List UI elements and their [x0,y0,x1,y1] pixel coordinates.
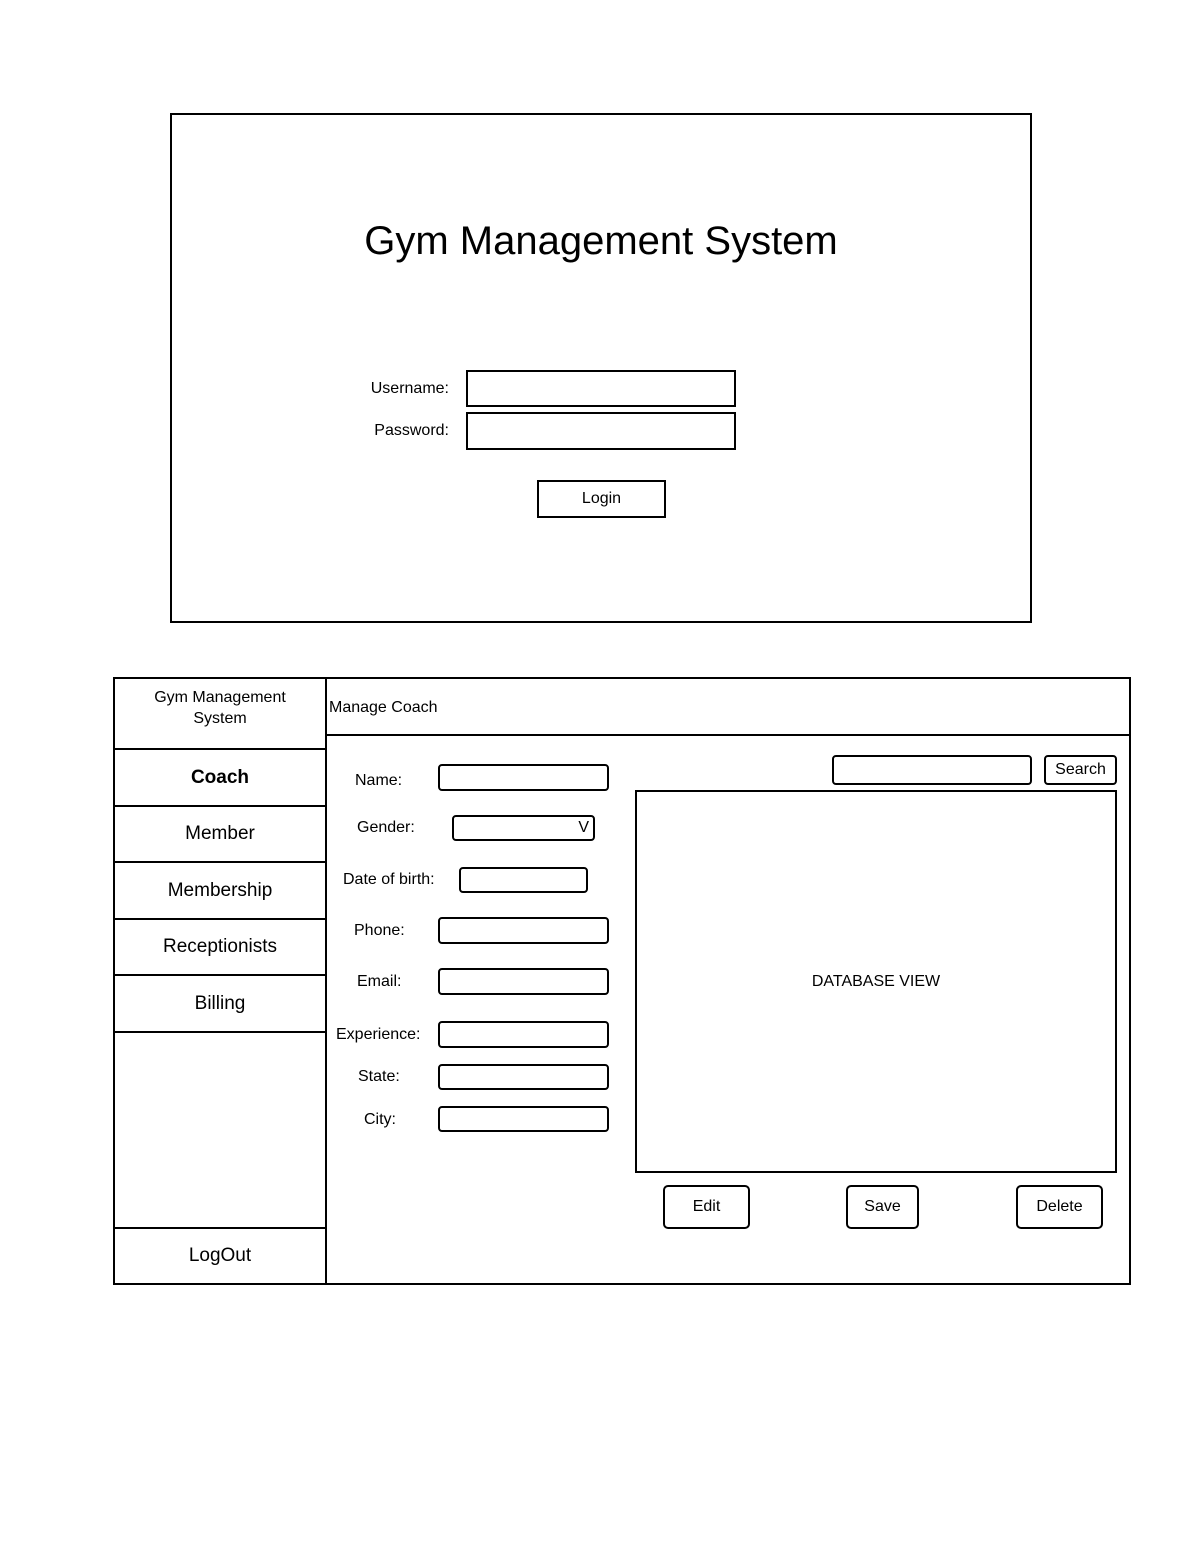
sidebar-item-member[interactable]: Member [115,807,325,863]
phone-input[interactable] [438,917,609,944]
experience-label: Experience: [336,1026,421,1043]
login-title: Gym Management System [364,219,838,263]
username-label: Username: [370,380,449,397]
dob-label: Date of birth: [343,871,435,888]
password-input[interactable] [466,412,736,450]
sidebar-item-label: Receptionists [162,936,278,957]
sidebar: Gym Management System Coach Member Membe… [115,679,327,1283]
name-label: Name: [355,772,403,789]
experience-input[interactable] [438,1021,609,1048]
sidebar-item-label: Member [185,823,255,844]
name-input[interactable] [438,764,609,791]
dob-input[interactable] [459,867,588,893]
logout-button[interactable]: LogOut [115,1227,325,1283]
save-button[interactable]: Save [846,1185,919,1229]
city-input[interactable] [438,1106,609,1132]
edit-button[interactable]: Edit [663,1185,750,1229]
logout-label: LogOut [188,1245,252,1266]
search-button[interactable]: Search [1044,755,1117,785]
state-label: State: [358,1068,400,1085]
login-button[interactable]: Login [537,480,666,518]
page-title: Manage Coach [329,699,438,716]
username-input[interactable] [466,370,736,407]
delete-button[interactable]: Delete [1016,1185,1103,1229]
phone-label: Phone: [354,922,405,939]
gender-label: Gender: [357,819,415,836]
header-bar: Manage Coach [327,679,1131,736]
search-input[interactable] [832,755,1032,785]
sidebar-item-label: Coach [190,766,250,788]
gender-select[interactable]: V [452,815,595,841]
sidebar-item-coach[interactable]: Coach [115,750,325,807]
chevron-down-icon: V [578,819,589,836]
password-label: Password: [374,422,449,439]
sidebar-item-label: Billing [194,992,246,1014]
database-view[interactable]: DATABASE VIEW [635,790,1117,1173]
database-view-label: DATABASE VIEW [811,972,941,990]
email-label: Email: [357,973,402,990]
sidebar-item-label: Membership [167,879,273,901]
city-label: City: [364,1111,396,1128]
brand: Gym Management System [154,689,286,727]
app-window: Gym Management System Coach Member Membe… [113,677,1131,1285]
sidebar-item-billing[interactable]: Billing [115,976,325,1033]
login-window: Gym Management System Username: Password… [170,113,1032,623]
sidebar-item-membership[interactable]: Membership [115,863,325,920]
email-input[interactable] [438,968,609,995]
state-input[interactable] [438,1064,609,1090]
sidebar-item-receptionists[interactable]: Receptionists [115,920,325,976]
